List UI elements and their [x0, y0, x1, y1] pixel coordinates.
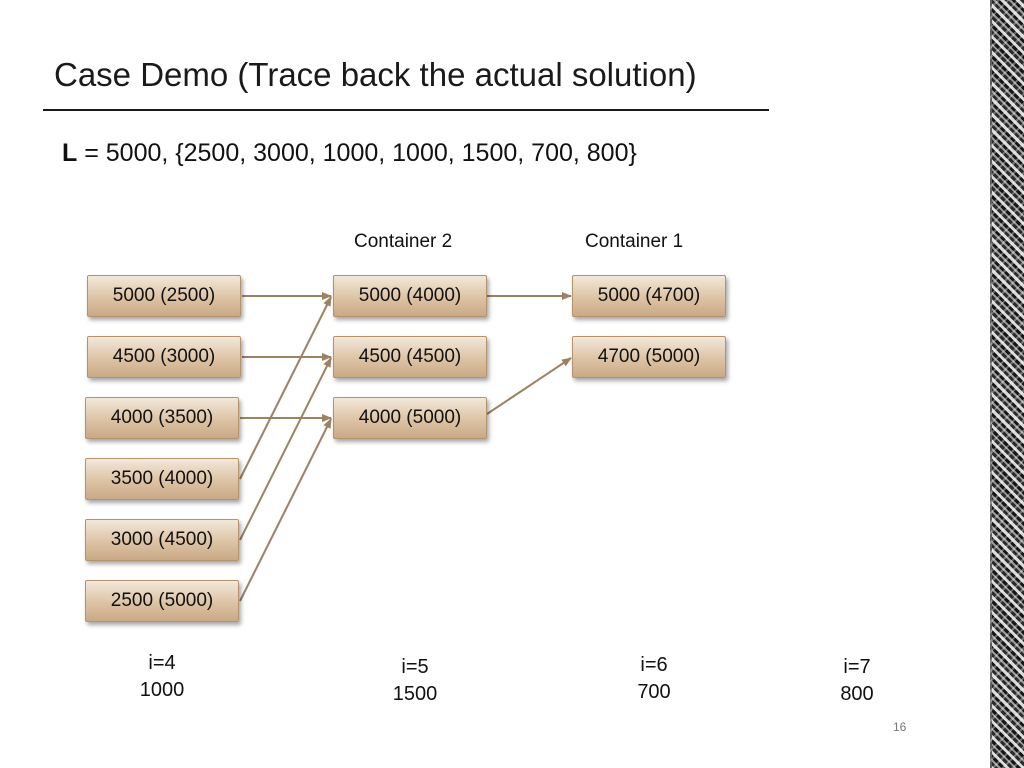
slide-title: Case Demo (Trace back the actual solutio… [54, 56, 697, 93]
arrow-c0r5-to-c1r2 [239, 418, 332, 602]
step-label-i6: i=6 700 [604, 652, 704, 706]
page-number: 16 [893, 720, 907, 734]
step-index: i=6 [640, 654, 668, 676]
problem-formula: L = 5000, {2500, 3000, 1000, 1000, 1500,… [62, 139, 637, 168]
step-label-i5: i=5 1500 [365, 654, 465, 708]
step-index: i=5 [401, 656, 429, 678]
node-col0-row1: 4500 (3000) [87, 336, 241, 378]
step-size: 1000 [139, 679, 185, 701]
formula-values: = 5000, {2500, 3000, 1000, 1000, 1500, 7… [77, 139, 637, 167]
arrow-c0r3-to-c1r0 [239, 296, 332, 480]
title-underline [43, 109, 769, 111]
step-index: i=4 [148, 652, 176, 674]
node-col0-row3: 3500 (4000) [85, 458, 239, 500]
arrow-c0r4-to-c1r1 [239, 357, 332, 541]
decorative-side-strip [990, 0, 1024, 768]
step-label-i4: i=4 1000 [112, 650, 212, 704]
step-size: 800 [840, 683, 874, 705]
arrow-layer [239, 292, 572, 602]
step-index: i=7 [843, 656, 871, 678]
node-col0-row4: 3000 (4500) [85, 519, 239, 561]
step-label-i7: i=7 800 [807, 654, 907, 708]
node-col2-row0: 5000 (4700) [572, 275, 726, 317]
node-col0-row0: 5000 (2500) [87, 275, 241, 317]
label-container-1: Container 1 [585, 231, 684, 252]
formula-symbol: L [62, 139, 78, 167]
node-col2-row1: 4700 (5000) [572, 336, 726, 378]
node-col0-row5: 2500 (5000) [85, 580, 239, 622]
step-size: 700 [637, 681, 671, 703]
slide: Case Demo (Trace back the actual solutio… [43, 56, 907, 734]
node-col1-row0: 5000 (4000) [333, 275, 487, 317]
node-col1-row1: 4500 (4500) [333, 336, 487, 378]
node-col1-row2: 4000 (5000) [333, 397, 487, 439]
arrow-c1r2-to-c2r1 [486, 357, 572, 415]
node-col0-row2: 4000 (3500) [85, 397, 239, 439]
step-size: 1500 [392, 683, 438, 705]
label-container-2: Container 2 [354, 231, 453, 252]
